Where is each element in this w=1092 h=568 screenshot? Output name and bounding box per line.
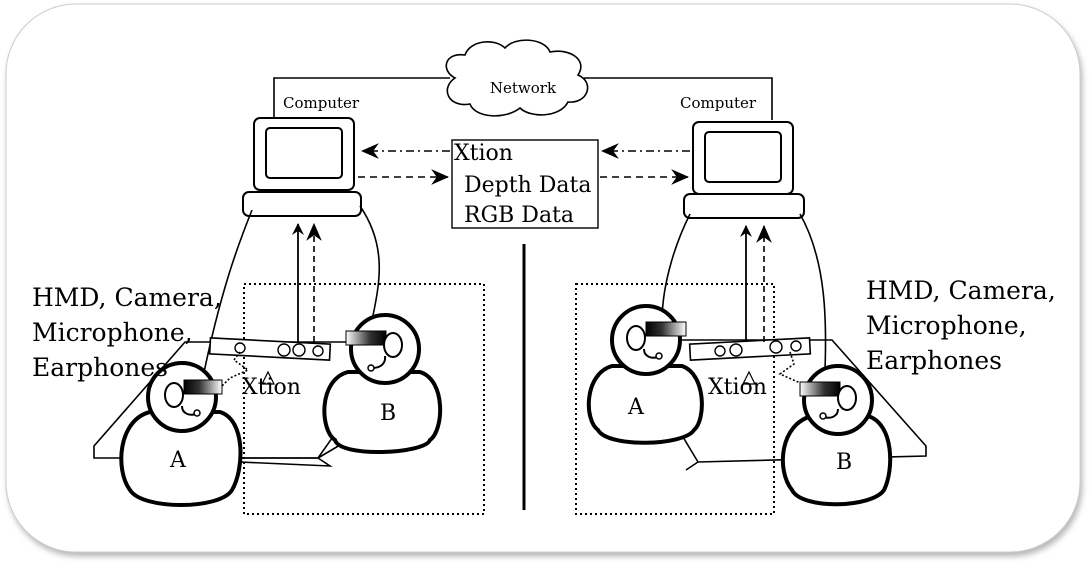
xtion-data-box bbox=[451, 139, 599, 229]
right-capture-area bbox=[575, 283, 775, 515]
xtion-data-box-rgb: RGB Data bbox=[464, 203, 574, 228]
left-side-label-line-1: HMD, Camera, bbox=[32, 283, 222, 312]
network-cloud: Network bbox=[445, 39, 589, 117]
left-xtion-sensor-icon bbox=[208, 337, 332, 385]
xtion-data-box-title: Xtion bbox=[454, 141, 513, 166]
right-side-label-line-1: HMD, Camera, bbox=[866, 276, 1056, 305]
right-computer-icon bbox=[683, 121, 805, 219]
right-person-b-label: B bbox=[836, 450, 852, 475]
left-scene: Xtion B A HMD, Camera, Microphone, bbox=[32, 205, 485, 515]
left-person-b bbox=[322, 313, 443, 455]
left-side-label-line-2: Microphone, bbox=[32, 318, 193, 347]
left-xtion-label: Xtion bbox=[242, 375, 301, 400]
right-xtion-sensor-icon bbox=[688, 337, 812, 385]
network-line-right bbox=[584, 77, 773, 120]
left-person-a bbox=[119, 361, 243, 507]
left-computer-icon bbox=[242, 117, 362, 217]
left-computer-label: Computer bbox=[283, 94, 360, 112]
xtion-data-box-depth: Depth Data bbox=[464, 173, 591, 198]
right-person-a-label: A bbox=[627, 395, 645, 420]
right-scene: Xtion A B HMD, Camera, Microphone, bbox=[575, 213, 1056, 515]
right-person-a bbox=[586, 304, 704, 445]
network-label: Network bbox=[490, 79, 557, 97]
left-person-b-label: B bbox=[380, 401, 396, 426]
left-person-a-label: A bbox=[169, 448, 187, 473]
left-side-label-line-3: Earphones bbox=[32, 353, 168, 382]
network-line-left bbox=[273, 77, 450, 120]
right-side-label-line-2: Microphone, bbox=[866, 311, 1027, 340]
right-computer-label: Computer bbox=[680, 94, 757, 112]
right-side-label-line-3: Earphones bbox=[866, 346, 1002, 375]
right-person-b bbox=[780, 364, 893, 507]
left-capture-area bbox=[243, 283, 485, 515]
right-xtion-label: Xtion bbox=[708, 375, 767, 400]
